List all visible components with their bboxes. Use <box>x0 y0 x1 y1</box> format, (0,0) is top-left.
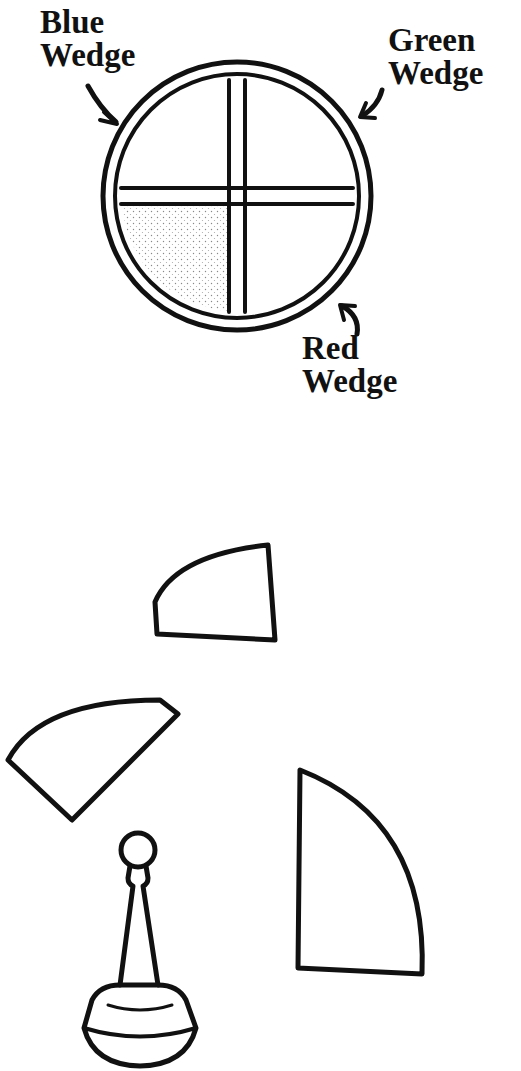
wedge-label: Blue Wedge <box>40 6 160 72</box>
piece-dividers <box>121 80 353 312</box>
loose-wedge <box>155 545 275 640</box>
piece-inner-ring <box>115 74 359 318</box>
arrowhead <box>340 305 355 320</box>
arrowhead <box>100 112 117 124</box>
wedge-label: Green Wedge <box>388 24 508 90</box>
loose-wedge <box>298 770 422 974</box>
piece-outer-ring <box>103 62 371 330</box>
arrowhead <box>360 103 375 118</box>
pawn <box>84 833 196 1066</box>
loose-wedge <box>8 700 178 820</box>
shaded-wedge <box>122 204 229 311</box>
wedge-label: Red Wedge <box>302 332 422 398</box>
